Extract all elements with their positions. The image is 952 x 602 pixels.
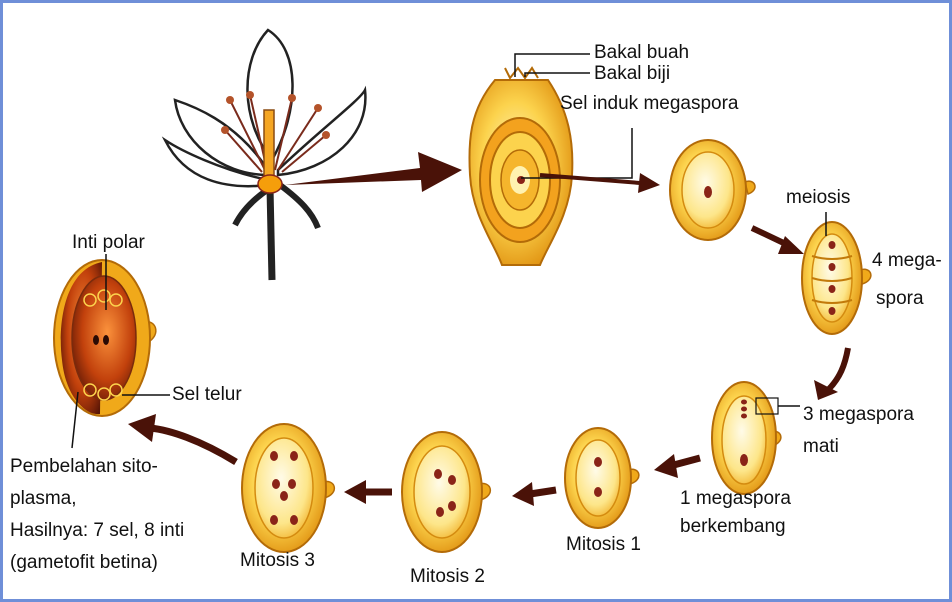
label-mitosis-1: Mitosis 1	[566, 534, 641, 555]
label-1-megaspora-line2: berkembang	[680, 516, 786, 537]
ovule-three-degenerate-megaspores	[712, 382, 800, 494]
label-mitosis-3: Mitosis 3	[240, 550, 315, 571]
ovule-mitosis-2	[402, 432, 490, 552]
mature-embryo-sac	[54, 260, 156, 416]
label-result-line3: Hasilnya: 7 sel, 8 inti	[10, 520, 184, 541]
label-result-line2: plasma,	[10, 488, 77, 509]
label-bakal-biji: Bakal biji	[594, 63, 670, 84]
label-sel-induk-megaspora: Sel induk megaspora	[560, 93, 739, 114]
label-result-line4: (gametofit betina)	[10, 552, 158, 573]
ovary-illustration	[469, 68, 572, 265]
label-result-line1: Pembelahan sito-	[10, 456, 158, 477]
ovule-mitosis-3	[242, 424, 334, 552]
ovule-mitosis-1	[565, 428, 639, 528]
label-bakal-buah: Bakal buah	[594, 42, 689, 63]
label-4-megaspora-line1: 4 mega-	[872, 250, 942, 271]
ovule-four-megaspores	[802, 222, 871, 334]
label-sel-telur: Sel telur	[172, 384, 242, 405]
label-mitosis-2: Mitosis 2	[410, 566, 485, 587]
ovule-megaspore-mother-cell	[670, 140, 755, 240]
label-3-megaspora-line2: mati	[803, 436, 839, 457]
label-inti-polar: Inti polar	[72, 232, 145, 253]
label-meiosis: meiosis	[786, 187, 850, 208]
flower-illustration	[165, 30, 365, 280]
label-4-megaspora-line2: spora	[876, 288, 924, 309]
label-3-megaspora-line1: 3 megaspora	[803, 404, 914, 425]
label-1-megaspora-line1: 1 megaspora	[680, 488, 791, 509]
